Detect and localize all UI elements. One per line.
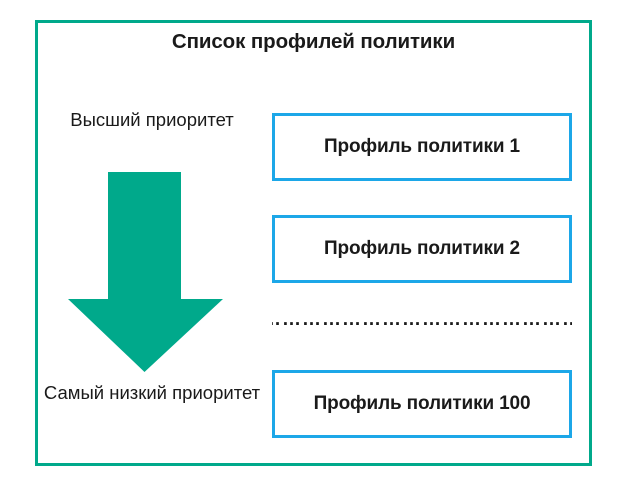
arrow-down-icon: [68, 172, 223, 372]
priority-arrow: [68, 172, 223, 372]
lowest-priority-label: Самый низкий приоритет: [43, 382, 261, 403]
profile-box-3[interactable]: Профиль политики 100: [272, 370, 572, 438]
page-title: Список профилей политики: [171, 30, 456, 53]
profile-box-1[interactable]: Профиль политики 1: [272, 113, 572, 181]
profile-box-2-label: Профиль политики 2: [324, 238, 520, 259]
highest-priority-label: Высший приоритет: [70, 109, 234, 130]
profiles-continuation-dots: …………………………………………: [272, 309, 572, 330]
profile-box-3-label: Профиль политики 100: [313, 393, 531, 414]
profile-box-1-label: Профиль политики 1: [324, 136, 520, 157]
profile-box-2[interactable]: Профиль политики 2: [272, 215, 572, 283]
